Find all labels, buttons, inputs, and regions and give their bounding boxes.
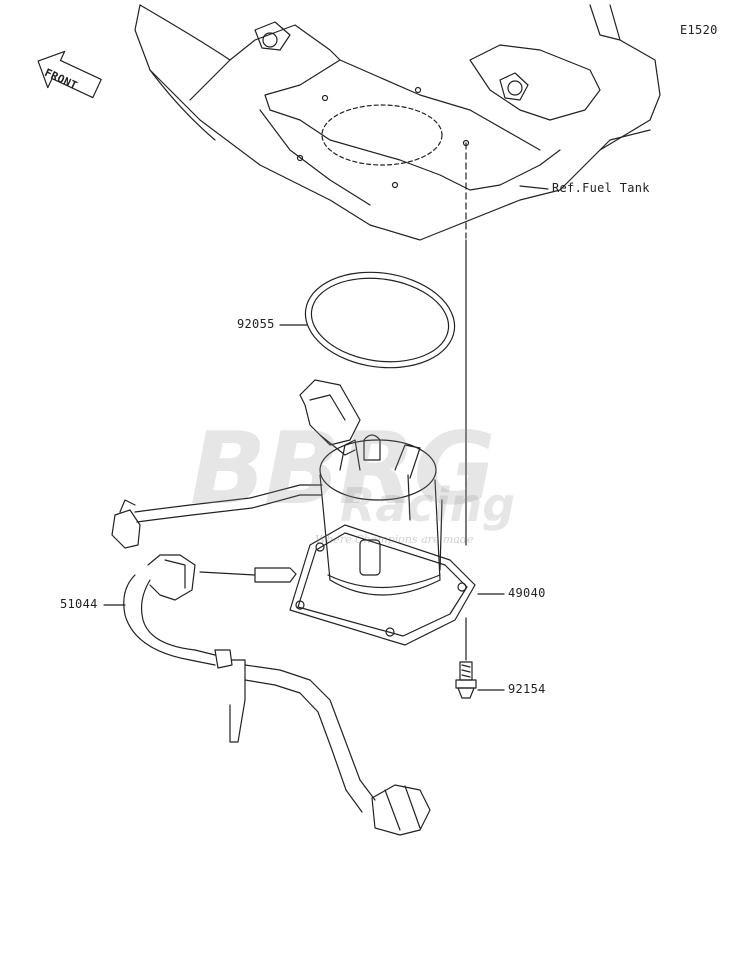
o-ring — [304, 271, 456, 369]
fuel-pump — [289, 379, 476, 646]
pump-outlet-tube — [111, 484, 323, 549]
part-number-49040[interactable]: 49040 — [508, 586, 546, 600]
part-number-92154[interactable]: 92154 — [508, 682, 546, 696]
front-arrow-icon — [37, 50, 102, 99]
pump-inlet — [199, 567, 297, 583]
diagram-code: E1520 — [680, 23, 718, 37]
bolt — [455, 661, 477, 699]
ref-leader — [519, 185, 549, 190]
fuel-hose — [123, 554, 431, 836]
part-number-51044[interactable]: 51044 — [60, 597, 98, 611]
ref-fuel-tank-label: Ref.Fuel Tank — [552, 181, 650, 195]
fuel-tank — [134, 4, 661, 241]
part-number-92055[interactable]: 92055 — [237, 317, 275, 331]
